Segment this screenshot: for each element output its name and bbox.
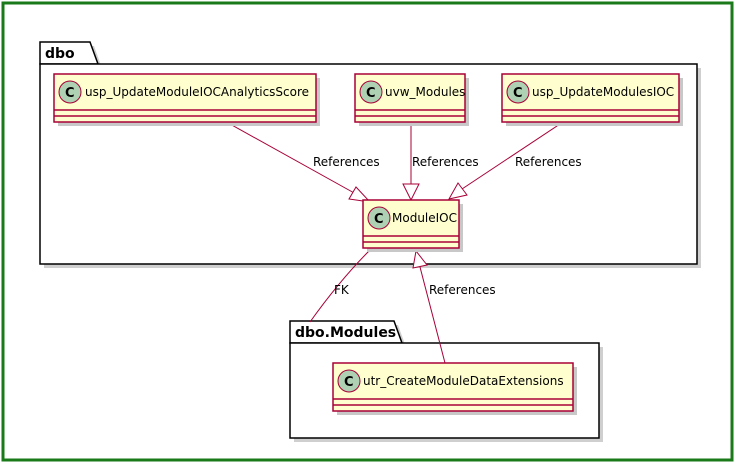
edge-uvwmodules-arrowhead — [402, 183, 420, 202]
class-stereotype-letter: C — [366, 86, 376, 101]
edge-label-updatemodulesioc: References — [515, 155, 582, 169]
class-name: usp_UpdateModulesIOC — [532, 85, 674, 99]
edge-updatemodulesioc-to-moduleioc — [461, 123, 561, 190]
class-stereotype-icon — [506, 80, 530, 104]
class-uvw-modules[interactable]: C uvw_Modules — [354, 73, 469, 126]
edge-updatemodulesioc-arrowhead — [448, 182, 468, 200]
class-stereotype-letter: C — [374, 212, 384, 227]
edge-fk — [309, 249, 371, 323]
class-name: ModuleIOC — [392, 211, 457, 225]
class-name: usp_UpdateModuleIOCAnalyticsScore — [85, 85, 309, 99]
edge-label-utr: References — [429, 283, 496, 297]
package-dbo-name: dbo — [45, 46, 75, 62]
edge-utr-arrowhead — [412, 249, 428, 269]
class-name: uvw_Modules — [385, 85, 465, 99]
relations — [229, 123, 561, 364]
class-utr-createmoduledataextensions[interactable]: C utr_CreateModuleDataExtensions — [332, 362, 577, 415]
package-dbo-modules-name: dbo.Modules — [295, 325, 396, 341]
edge-label-fk: FK — [334, 283, 350, 297]
edge-utr-to-moduleioc — [419, 266, 446, 364]
class-stereotype-icon — [337, 369, 361, 393]
edge-analytics-to-moduleioc — [229, 123, 357, 195]
edge-label-analytics: References — [313, 155, 380, 169]
class-stereotype-letter: C — [65, 86, 75, 101]
class-moduleioc[interactable]: C ModuleIOC — [362, 199, 463, 252]
class-stereotype-letter: C — [344, 375, 354, 390]
class-stereotype-letter: C — [513, 86, 523, 101]
class-stereotype-icon — [58, 80, 82, 104]
class-usp-updatemodulesioc[interactable]: C usp_UpdateModulesIOC — [501, 73, 683, 126]
edge-analytics-arrowhead — [348, 186, 372, 203]
class-name: utr_CreateModuleDataExtensions — [363, 374, 564, 388]
class-stereotype-icon — [359, 80, 383, 104]
class-usp-updatemoduleiocanalyticsscore[interactable]: C usp_UpdateModuleIOCAnalyticsScore — [53, 73, 320, 126]
class-stereotype-icon — [367, 206, 391, 230]
edge-label-uvwmodules: References — [412, 155, 479, 169]
